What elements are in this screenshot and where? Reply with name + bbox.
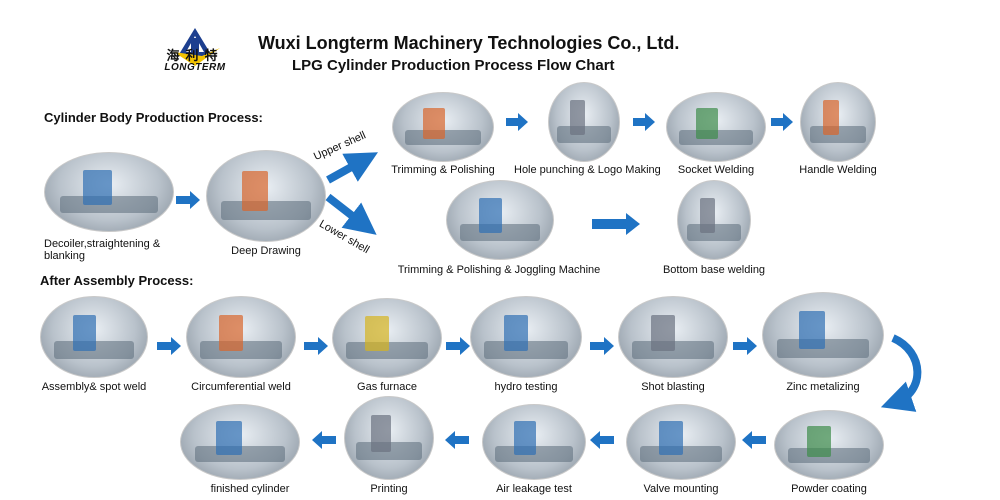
- hydro-testing-image: [470, 296, 582, 378]
- arrow-upper-branch-icon: [326, 152, 378, 184]
- section-body-heading: Cylinder Body Production Process:: [44, 110, 263, 125]
- logo-chinese-text: 海利特: [166, 49, 224, 64]
- arrow-right-long-icon: [592, 213, 640, 235]
- arrow-right-icon: [304, 337, 328, 355]
- arrow-lower-branch-icon: [325, 193, 377, 235]
- finished-cylinder-label: finished cylinder: [210, 483, 290, 495]
- hole-punching-image: [548, 82, 620, 162]
- valve-mounting-image: [626, 404, 736, 480]
- arrow-right-icon: [506, 113, 528, 131]
- deep-drawing-label: Deep Drawing: [231, 245, 301, 257]
- arrow-left-icon: [590, 431, 614, 449]
- arrow-right-icon: [157, 337, 181, 355]
- air-leakage-label: Air leakage test: [496, 483, 572, 495]
- trimming-joggling-image: [446, 180, 554, 260]
- circumferential-image: [186, 296, 296, 378]
- arrow-curved-down-icon: [880, 334, 922, 412]
- bottom-base-image: [677, 180, 751, 260]
- shot-blasting-label: Shot blasting: [641, 381, 705, 393]
- shot-blasting-image: [618, 296, 728, 378]
- section-assembly-heading: After Assembly Process:: [40, 273, 194, 288]
- printing-label: Printing: [370, 483, 408, 495]
- arrow-left-icon: [312, 431, 336, 449]
- arrow-right-icon: [446, 337, 470, 355]
- arrow-right-icon: [633, 113, 655, 131]
- logo-english-text: LONGTERM: [164, 62, 226, 73]
- printing-image: [344, 396, 434, 480]
- bottom-base-label: Bottom base welding: [662, 264, 766, 276]
- arrow-left-icon: [742, 431, 766, 449]
- arrow-right-icon: [590, 337, 614, 355]
- socket-welding-label: Socket Welding: [677, 164, 755, 176]
- trimming-polishing-label: Trimming & Polishing: [391, 164, 495, 176]
- arrow-left-icon: [445, 431, 469, 449]
- chart-subtitle: LPG Cylinder Production Process Flow Cha…: [292, 57, 615, 74]
- powder-coating-image: [774, 410, 884, 480]
- company-title: Wuxi Longterm Machinery Technologies Co.…: [258, 33, 680, 53]
- circumferential-label: Circumferential weld: [191, 381, 291, 393]
- arrow-right-icon: [176, 191, 200, 209]
- deep-drawing-image: [206, 150, 326, 242]
- decoiler-label: Decoiler,straightening & blanking: [44, 238, 161, 262]
- gas-furnace-label: Gas furnace: [357, 381, 417, 393]
- zinc-metalizing-image: [762, 292, 884, 378]
- hole-punching-label: Hole punching & Logo Making: [514, 164, 661, 176]
- air-leakage-image: [482, 404, 586, 480]
- zinc-metalizing-label: Zinc metalizing: [786, 381, 860, 393]
- finished-cylinder-image: [180, 404, 300, 480]
- hydro-testing-label: hydro testing: [494, 381, 558, 393]
- decoiler-image: [44, 152, 174, 232]
- valve-mounting-label: Valve mounting: [643, 483, 719, 495]
- gas-furnace-image: [332, 298, 442, 378]
- handle-welding-label: Handle Welding: [799, 164, 877, 176]
- handle-welding-image: [800, 82, 876, 162]
- longterm-logo-icon: [174, 28, 220, 66]
- socket-welding-image: [666, 92, 766, 162]
- arrow-right-icon: [771, 113, 793, 131]
- arrow-right-icon: [733, 337, 757, 355]
- assembly-spot-label: Assembly& spot weld: [41, 381, 147, 393]
- powder-coating-label: Powder coating: [791, 483, 867, 495]
- trimming-joggling-label: Trimming & Polishing & Joggling Machine: [397, 264, 601, 276]
- trimming-polishing-image: [392, 92, 494, 162]
- assembly-spot-image: [40, 296, 148, 378]
